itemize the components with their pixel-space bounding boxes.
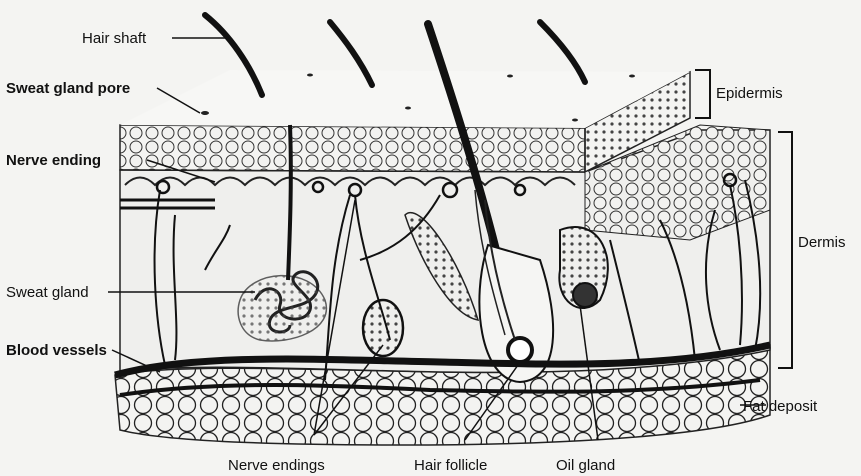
hair-shaft-label: Hair shaft [82, 30, 147, 47]
dermis-label: Dermis [798, 234, 846, 251]
sweat-gland-label: Sweat gland [6, 284, 89, 301]
sweat-gland-pore-label: Sweat gland pore [6, 80, 130, 97]
nerve-ending-label: Nerve ending [6, 152, 101, 169]
hair-follicle-label: Hair follicle [414, 457, 487, 474]
epidermis-layer [120, 125, 585, 172]
epidermis-label: Epidermis [716, 85, 783, 102]
oil-gland-lobe [573, 283, 597, 307]
oil-gland-label: Oil gland [556, 457, 615, 474]
follicle-bulb [508, 338, 532, 362]
fat-deposit-label: Fat deposit [743, 398, 818, 415]
epidermis-bracket [695, 70, 710, 118]
blood-vessels-label: Blood vessels [6, 342, 107, 359]
pressure-receptor [363, 300, 403, 356]
dermis-bracket [778, 132, 792, 368]
nerve-endings-label: Nerve endings [228, 457, 325, 474]
